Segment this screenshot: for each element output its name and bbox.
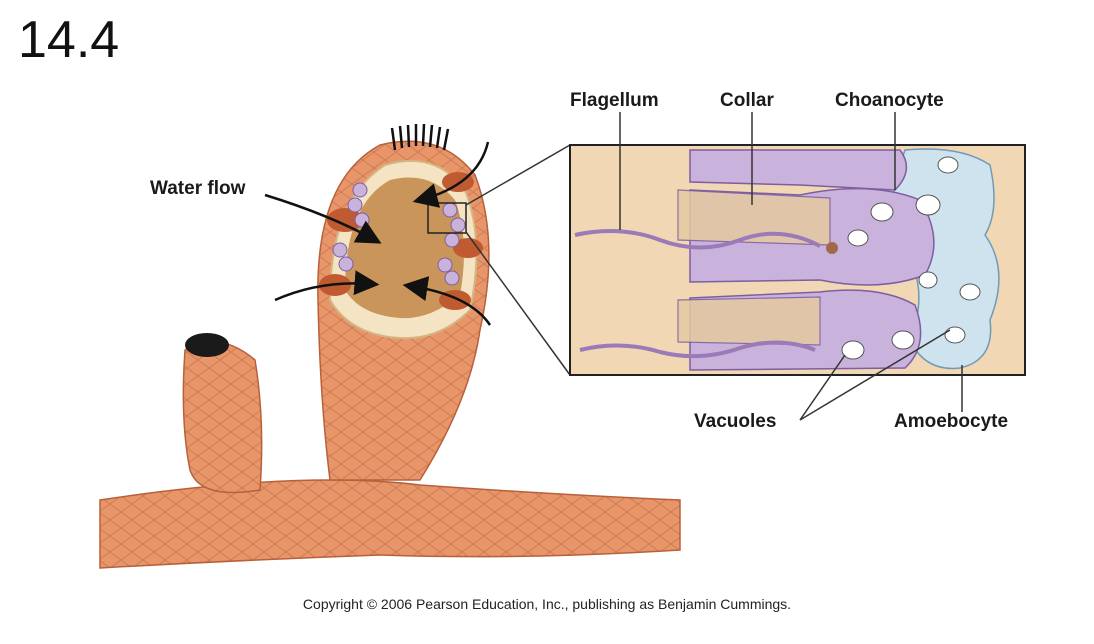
food-particle <box>826 242 838 254</box>
amoebocyte-label: Amoebocyte <box>894 411 1009 432</box>
small-bud <box>182 333 263 494</box>
copyright-notice: Copyright © 2006 Pearson Education, Inc.… <box>302 596 792 612</box>
flagellum-line <box>574 229 821 250</box>
water-flow-arrows <box>264 141 492 326</box>
inset-panel <box>569 144 1026 376</box>
osculum-fringe <box>390 123 450 151</box>
water-flow-label: Water flow <box>150 178 246 199</box>
zoom-box <box>427 202 467 234</box>
flagellum-label: Flagellum <box>570 90 659 111</box>
figure-number: 14.4 <box>18 11 120 69</box>
vacuole <box>870 202 894 222</box>
choanocyte-label: Choanocyte <box>835 90 944 111</box>
zoom-lines <box>465 144 571 376</box>
bud-osculum <box>185 333 229 357</box>
vacuoles-label: Vacuoles <box>694 411 777 432</box>
pore <box>453 238 483 258</box>
leader-lines <box>619 112 963 421</box>
collar-label: Collar <box>720 90 774 111</box>
sponge-base <box>99 479 681 569</box>
